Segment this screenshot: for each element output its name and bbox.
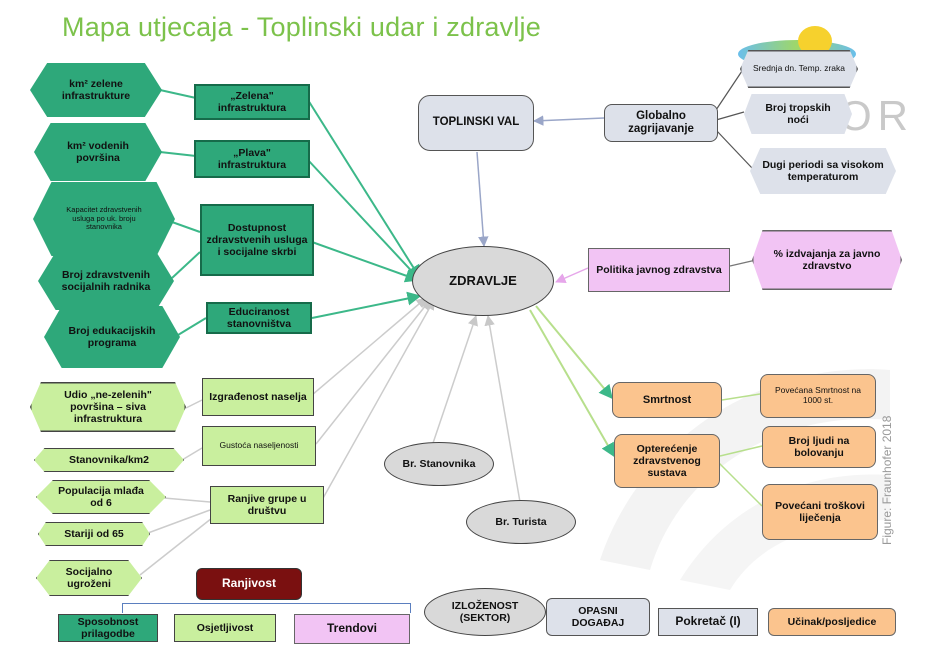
node-broj-tropskih: Broj tropskih noći: [744, 94, 852, 134]
node-kapacitet: Kapacitet zdravstvenih usluga po uk. bro…: [33, 182, 175, 256]
node-zelena-infra: „Zelena" infrastruktura: [194, 84, 310, 120]
diagram-title: Mapa utjecaja - Toplinski udar i zdravlj…: [62, 12, 541, 42]
edge-toplinski-zdravlje: [476, 151, 489, 248]
edge-educiranost-zdravlje: [311, 291, 422, 319]
edge-izdvajanja-politika: [729, 259, 757, 267]
edge-dostupnost-zdravlje: [311, 241, 420, 283]
node-plava-infra: „Plava" infrastruktura: [194, 140, 310, 178]
node-politika: Politika javnog zdravstva: [588, 248, 730, 292]
node-km2-vodenih: km² vodenih površina: [34, 123, 162, 181]
edge-opterecenje-troskovi: [717, 461, 763, 507]
node-gustoca: Gustoća naseljenosti: [202, 426, 316, 466]
node-povecana-smrtnost: Povećana Smrtnost na 1000 st.: [760, 374, 876, 418]
node-broj-edukacijskih: Broj edukacijskih programa: [44, 306, 180, 368]
node-udio-nezelenih: Udio „ne-zelenih" površina – siva infras…: [30, 382, 186, 432]
edge-opterecenje-ljudi: [719, 445, 763, 457]
edge-plava-zdravlje: [307, 159, 421, 282]
legend-sposobnost: Sposobnost prilagodbe: [58, 614, 158, 642]
edge-stanovnikakm2-gustoca: [181, 447, 203, 461]
edge-politika-zdravlje: [555, 267, 589, 284]
edge-smrtnost-povecana: [721, 393, 761, 401]
node-stariji: Stariji od 65: [38, 522, 150, 546]
edge-srednja-globalno: [715, 67, 745, 111]
node-ranjive-grupe: Ranjive grupe u društvu: [210, 486, 324, 524]
node-smrtnost: Smrtnost: [612, 382, 722, 418]
node-dugi-periodi: Dugi periodi sa visokom temperaturom: [750, 148, 896, 194]
legend-pokretac: Pokretač (I): [658, 608, 758, 636]
edge-tropskih-globalno: [715, 111, 745, 121]
legend-izlozenost: IZLOŽENOST (SEKTOR): [424, 588, 546, 636]
edge-km2zelene-zelena: [159, 89, 197, 99]
node-dostupnost: Dostupnost zdravstvenih usluga i socijal…: [200, 204, 314, 276]
edge-brstanovnika-zdravlje: [429, 315, 478, 453]
legend-trendovi: Trendovi: [294, 614, 410, 644]
legend-ucinak: Učinak/posljedice: [768, 608, 896, 636]
node-zdravlje: ZDRAVLJE: [412, 246, 554, 316]
edge-kapacitet-dostupnost: [171, 221, 201, 233]
edge-ranjive-zdravlje: [321, 299, 435, 501]
node-izgradenost: Izgrađenost naselja: [202, 378, 314, 416]
edge-radnika-dostupnost: [171, 251, 201, 279]
edge-km2vodenih-plava: [159, 151, 197, 157]
node-br-turista: Br. Turista: [466, 500, 576, 544]
node-srednja-temp: Srednja dn. Temp. zraka: [740, 50, 858, 88]
edge-globalno-toplinski: [532, 115, 605, 126]
node-br-stanovnika: Br. Stanovnika: [384, 442, 494, 486]
edge-udio-izgradenost: [185, 399, 203, 409]
edge-zelena-zdravlje: [307, 99, 421, 280]
node-socijalno: Socijalno ugroženi: [36, 560, 142, 596]
legend-bracket: [122, 603, 411, 613]
edge-izgradenost-zdravlje: [311, 297, 427, 396]
edge-edukacijskih-educiranost: [177, 317, 207, 336]
edge-stariji-ranjive: [147, 509, 211, 534]
node-km2-zelene: km² zelene infrastrukture: [30, 63, 162, 117]
edge-gustoca-zdravlje: [315, 299, 431, 445]
legend-opasni: OPASNI DOGAĐAJ: [546, 598, 650, 636]
node-educiranost: Educiranost stanovništva: [206, 302, 312, 334]
edge-zdravlje-smrtnost: [535, 305, 613, 400]
node-izdvajanja: % izdvajanja za javno zdravstvo: [752, 230, 902, 290]
node-globalno: Globalno zagrijavanje: [604, 104, 718, 142]
node-broj-radnika: Broj zdravstvenih socijalnih radnika: [38, 252, 174, 310]
node-troskovi: Povećani troškovi liječenja: [762, 484, 878, 540]
node-toplinski-val: TOPLINSKI VAL: [418, 95, 534, 151]
edge-dugi-globalno: [715, 129, 753, 169]
node-opterecenje: Opterećenje zdravstvenog sustava: [614, 434, 720, 488]
legend-osjetljivost: Osjetljivost: [174, 614, 276, 642]
edge-brturista-zdravlje: [484, 314, 521, 503]
edge-socijalno-ranjive: [139, 517, 213, 576]
edge-zdravlje-opterecenje: [529, 309, 615, 458]
node-stanovnika-km2: Stanovnika/km2: [34, 448, 184, 472]
node-broj-ljudi: Broj ljudi na bolovanju: [762, 426, 876, 468]
legend-ranjivost: Ranjivost: [196, 568, 302, 600]
node-populacija: Populacija mlađa od 6: [36, 480, 166, 514]
edge-populacija-ranjive: [163, 497, 211, 503]
